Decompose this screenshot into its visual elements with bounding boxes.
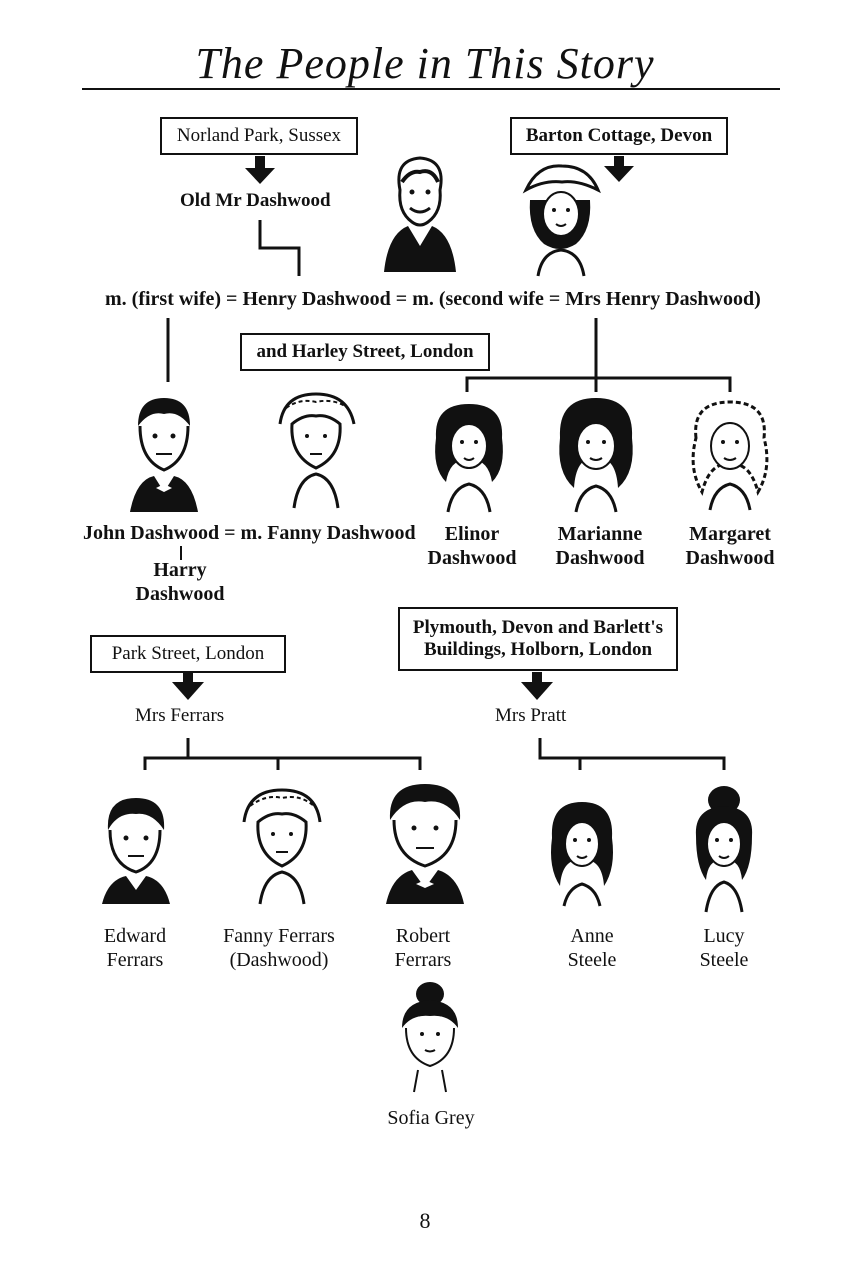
portrait-icon-marianne [559, 398, 633, 513]
lucy-name-line2: Steele [699, 949, 749, 971]
margaret-name-line2: Dashwood [685, 547, 775, 569]
place-plymouth-box: Plymouth, Devon and Barlett's Buildings,… [398, 607, 678, 671]
place-barton-label: Barton Cottage, Devon [525, 125, 713, 147]
harry-dashwood-label: Harry Dashwood [120, 558, 240, 606]
edward-name-line2: Ferrars [106, 949, 164, 971]
margaret-name-line1: Margaret [689, 523, 771, 545]
marianne-dashwood-label: Marianne Dashwood [538, 522, 662, 570]
marianne-name-line1: Marianne [557, 523, 643, 545]
fanny-name-line1: Fanny Ferrars [223, 925, 335, 947]
portrait-icon-fanny-ferrars [242, 788, 322, 905]
place-harley-label: and Harley Street, London [256, 341, 474, 363]
elinor-dashwood-label: Elinor Dashwood [412, 522, 532, 570]
anne-steele-label: Anne Steele [537, 924, 647, 972]
marriage-line: m. (first wife) = Henry Dashwood = m. (s… [105, 288, 761, 310]
portrait-icon-fanny-dashwood [278, 392, 356, 509]
portrait-icon-henry [384, 156, 456, 272]
elinor-name-line2: Dashwood [427, 547, 517, 569]
place-plymouth-line1: Plymouth, Devon and Barlett's [412, 617, 664, 639]
portrait-icon-sofia [402, 982, 458, 1093]
fanny-name-line2: (Dashwood) [229, 949, 329, 971]
place-norland-box: Norland Park, Sussex [160, 117, 358, 155]
place-harley-box: and Harley Street, London [240, 333, 490, 371]
portrait-icon-john [130, 398, 198, 512]
lucy-steele-label: Lucy Steele [669, 924, 779, 972]
robert-name-line1: Robert [395, 925, 451, 947]
margaret-dashwood-label: Margaret Dashwood [668, 522, 792, 570]
page-number: 8 [419, 1208, 431, 1233]
portrait-icon-edward [102, 798, 170, 904]
portrait-icon-robert [386, 784, 464, 904]
portrait-icon-anne [551, 802, 613, 907]
place-barton-box: Barton Cottage, Devon [510, 117, 728, 155]
place-park-street-label: Park Street, London [111, 643, 265, 665]
marianne-name-line2: Dashwood [555, 547, 645, 569]
page-title: The People in This Story [195, 39, 655, 88]
portrait-icon-elinor [435, 404, 503, 513]
fanny-ferrars-label: Fanny Ferrars (Dashwood) [208, 924, 350, 972]
portrait-icon-margaret [691, 400, 769, 511]
sofia-grey-label: Sofia Grey [387, 1107, 475, 1129]
place-plymouth-line2: Buildings, Holborn, London [423, 639, 653, 660]
harry-name-line2: Dashwood [135, 583, 225, 605]
portrait-icon-lucy [695, 786, 753, 913]
robert-ferrars-label: Robert Ferrars [368, 924, 478, 972]
arrow-down-icon [172, 156, 634, 700]
harry-name-line1: Harry [153, 559, 207, 581]
lucy-name-line1: Lucy [703, 925, 745, 947]
old-mr-dashwood-label: Old Mr Dashwood [180, 190, 331, 211]
elinor-name-line1: Elinor [444, 523, 500, 545]
anne-name-line1: Anne [570, 925, 614, 947]
edward-ferrars-label: Edward Ferrars [80, 924, 190, 972]
place-norland-label: Norland Park, Sussex [176, 125, 342, 147]
edward-name-line1: Edward [103, 925, 167, 947]
mrs-pratt-label: Mrs Pratt [495, 705, 567, 726]
john-fanny-label: John Dashwood = m. Fanny Dashwood [83, 522, 416, 544]
anne-name-line2: Steele [567, 949, 617, 971]
place-park-street-box: Park Street, London [90, 635, 286, 673]
title-rule [82, 88, 780, 90]
mrs-ferrars-label: Mrs Ferrars [135, 705, 225, 726]
portrait-icon-mrs-henry [522, 164, 601, 277]
robert-name-line2: Ferrars [394, 949, 452, 971]
